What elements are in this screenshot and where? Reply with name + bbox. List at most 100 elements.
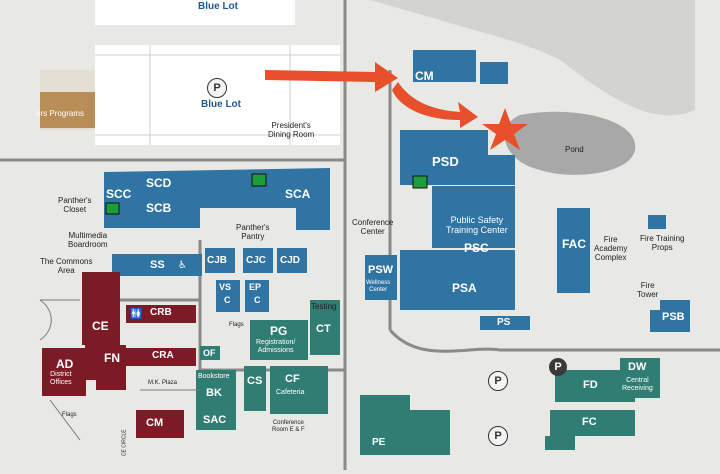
- mk-plaza-label: M.K. Plaza: [148, 380, 178, 386]
- scd-label: SCD: [146, 176, 172, 190]
- fc-label: FC: [582, 416, 597, 428]
- flags-label-1: Flags: [229, 322, 244, 328]
- psb-label: PSB: [662, 311, 685, 323]
- psa-label: PSA: [452, 281, 477, 295]
- building-cra: [126, 348, 196, 366]
- pond: [504, 111, 636, 175]
- restroom-icon-crb: 🚻: [130, 309, 143, 320]
- blue-lot-top-label: Blue Lot: [198, 1, 238, 12]
- panthers-pantry-label: Panther's Pantry: [236, 223, 270, 241]
- building-fn: [96, 345, 126, 390]
- cm-top-label: CM: [415, 69, 434, 83]
- cjd-label: CJD: [280, 255, 301, 266]
- building-crb: [126, 305, 196, 323]
- building-psc: [432, 186, 515, 248]
- blue-buildings: [104, 50, 690, 332]
- fac-label: FAC: [562, 237, 586, 251]
- arrow-curve: [392, 82, 478, 128]
- testing-label: Testing: [311, 302, 337, 311]
- cs-label: CS: [247, 375, 263, 387]
- registration-label: Registration/ Admissions: [256, 339, 296, 354]
- building-pe-2: [410, 410, 450, 455]
- blue-lot-label: Blue Lot: [201, 99, 241, 110]
- cjb-label: CJB: [207, 255, 228, 266]
- building-cjd: [277, 248, 307, 273]
- directions-overlay: [265, 62, 528, 150]
- ce-circle-label: CE CIRCLE: [121, 429, 128, 457]
- dw-label: DW: [628, 361, 647, 373]
- fn-label: FN: [104, 351, 120, 365]
- scb-label: SCB: [146, 201, 172, 215]
- epc-e-label: EP: [249, 282, 262, 292]
- cafeteria-label: Cafeteria: [276, 389, 305, 396]
- crb-label: CRB: [150, 307, 172, 318]
- wooded-area: [370, 0, 695, 116]
- pond-label: Pond: [565, 145, 584, 154]
- commons-label: The Commons Area: [40, 257, 93, 275]
- flags-label-2: Flags: [62, 412, 77, 418]
- parking-icon-fd: P: [549, 358, 567, 376]
- building-pe: [360, 395, 410, 455]
- building-cm-top: [413, 50, 476, 82]
- sac-label: SAC: [203, 414, 227, 426]
- ps-label: PS: [497, 317, 511, 328]
- ss-label: SS: [150, 259, 165, 271]
- conference-room-label: Conference Room E & F: [272, 420, 305, 433]
- parking-lines: [95, 45, 340, 145]
- building-bk: [196, 370, 236, 430]
- building-ps: [480, 316, 530, 330]
- blue-lot-top-area: [95, 0, 295, 25]
- ct-label: CT: [316, 323, 331, 335]
- sca-label: SCA: [285, 187, 311, 201]
- building-ct: [310, 300, 340, 355]
- arrow-right: [265, 62, 398, 92]
- building-ad: [42, 348, 86, 396]
- building-fc-2: [545, 436, 575, 450]
- ps-training-label: Public Safety Training Center: [446, 215, 508, 235]
- restroom-icon: ♿: [178, 260, 187, 271]
- building-of: [200, 346, 220, 360]
- fire-tower-label: Fire Tower: [637, 281, 659, 299]
- bookstore-label: Bookstore: [198, 373, 230, 380]
- cra-label: CRA: [152, 350, 174, 361]
- fd-label: FD: [583, 379, 598, 391]
- building-fac: [557, 208, 590, 293]
- ad-label: AD: [56, 357, 74, 371]
- wellness-label: Wellness Center: [366, 280, 391, 293]
- psd-label: PSD: [432, 154, 459, 169]
- building-ss: [112, 254, 202, 276]
- building-fire-props: [648, 215, 666, 229]
- presidents-dining-label: President's Dining Room: [268, 121, 315, 139]
- parking-icon-bottom: P: [488, 426, 508, 446]
- building-cjc: [243, 248, 273, 273]
- cf-label: CF: [285, 373, 300, 385]
- conference-center-label: Conference Center: [352, 218, 394, 236]
- vsc-c-label: C: [224, 295, 231, 305]
- central-receiving-label: Central Receiving: [622, 377, 653, 392]
- building-psb: [650, 300, 690, 332]
- psc-label: PSC: [464, 241, 489, 255]
- psw-label: PSW: [368, 264, 394, 276]
- building-cm-bottom: [136, 410, 184, 438]
- epc-c-label: C: [254, 295, 261, 305]
- building-cm-annex: [480, 62, 508, 84]
- parking-icon-center: P: [488, 371, 508, 391]
- multimedia-label: Multimedia Boardroom: [68, 231, 108, 249]
- vsc-v-label: VS: [219, 282, 232, 292]
- district-offices-label: District Offices: [50, 371, 72, 386]
- fire-academy-label: Fire Academy Complex: [594, 235, 628, 262]
- building-fc: [550, 410, 635, 436]
- fire-props-label: Fire Training Props: [640, 234, 685, 252]
- of-label: OF: [203, 348, 216, 358]
- pg-label: PG: [270, 324, 288, 338]
- ce-label: CE: [92, 319, 109, 333]
- cm-bottom-label: CM: [146, 417, 164, 429]
- building-pg: [250, 320, 308, 360]
- cjc-label: CJC: [246, 255, 267, 266]
- building-psw: [365, 255, 397, 300]
- panthers-closet-label: Panther's Closet: [58, 196, 92, 214]
- teal-buildings: [196, 300, 660, 455]
- bk-label: BK: [206, 387, 222, 399]
